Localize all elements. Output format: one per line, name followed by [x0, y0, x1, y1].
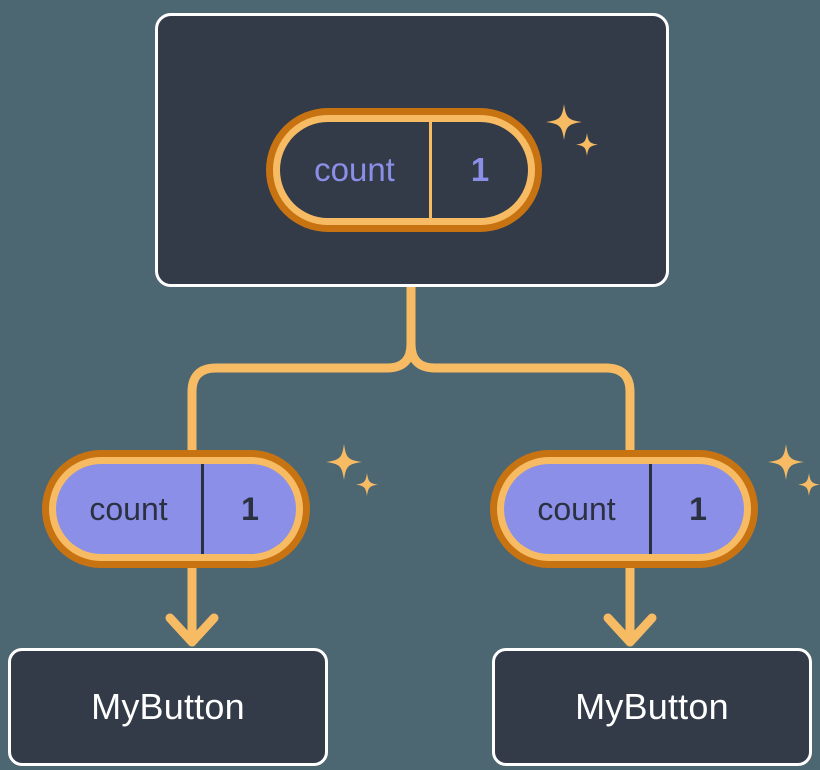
signal-name-child-left: count [56, 464, 204, 554]
signal-pill-ring-outer: count 1 [42, 450, 310, 568]
signal-pill-child-right[interactable]: count 1 [490, 450, 758, 568]
signal-pill-ring-inner: count 1 [497, 457, 751, 561]
sparkles-icon [768, 444, 820, 496]
signal-pill-ring-outer: count 1 [490, 450, 758, 568]
component-box-mybutton-left[interactable]: MyButton [8, 648, 328, 766]
signal-value-child-right: 1 [689, 490, 707, 527]
signal-pill-body: count 1 [280, 122, 528, 218]
signal-name-root: count [280, 122, 432, 218]
signal-pill-ring-outer: count 1 [266, 108, 542, 232]
signal-pill-ring-inner: count 1 [49, 457, 303, 561]
signal-pill-ring-inner: count 1 [273, 115, 535, 225]
signal-name-child-right: count [504, 464, 652, 554]
signal-value-root: 1 [470, 151, 490, 188]
component-title-mybutton-right: MyButton [575, 686, 729, 727]
tree-branch-connector [187, 282, 416, 460]
component-box-mybutton-right[interactable]: MyButton [492, 648, 812, 766]
component-title-mybutton-left: MyButton [91, 686, 245, 727]
arrow-down-icon-right-head [603, 613, 657, 647]
signal-pill-child-left[interactable]: count 1 [42, 450, 310, 568]
sparkles-icon [326, 444, 378, 496]
signal-value-child-left: 1 [241, 490, 259, 527]
signal-pill-root[interactable]: count 1 [266, 108, 542, 232]
arrow-down-icon-left-head [165, 613, 219, 647]
signal-pill-body: count 1 [56, 464, 296, 554]
signal-pill-body: count 1 [504, 464, 744, 554]
tree-branch-connector-right [406, 282, 635, 460]
